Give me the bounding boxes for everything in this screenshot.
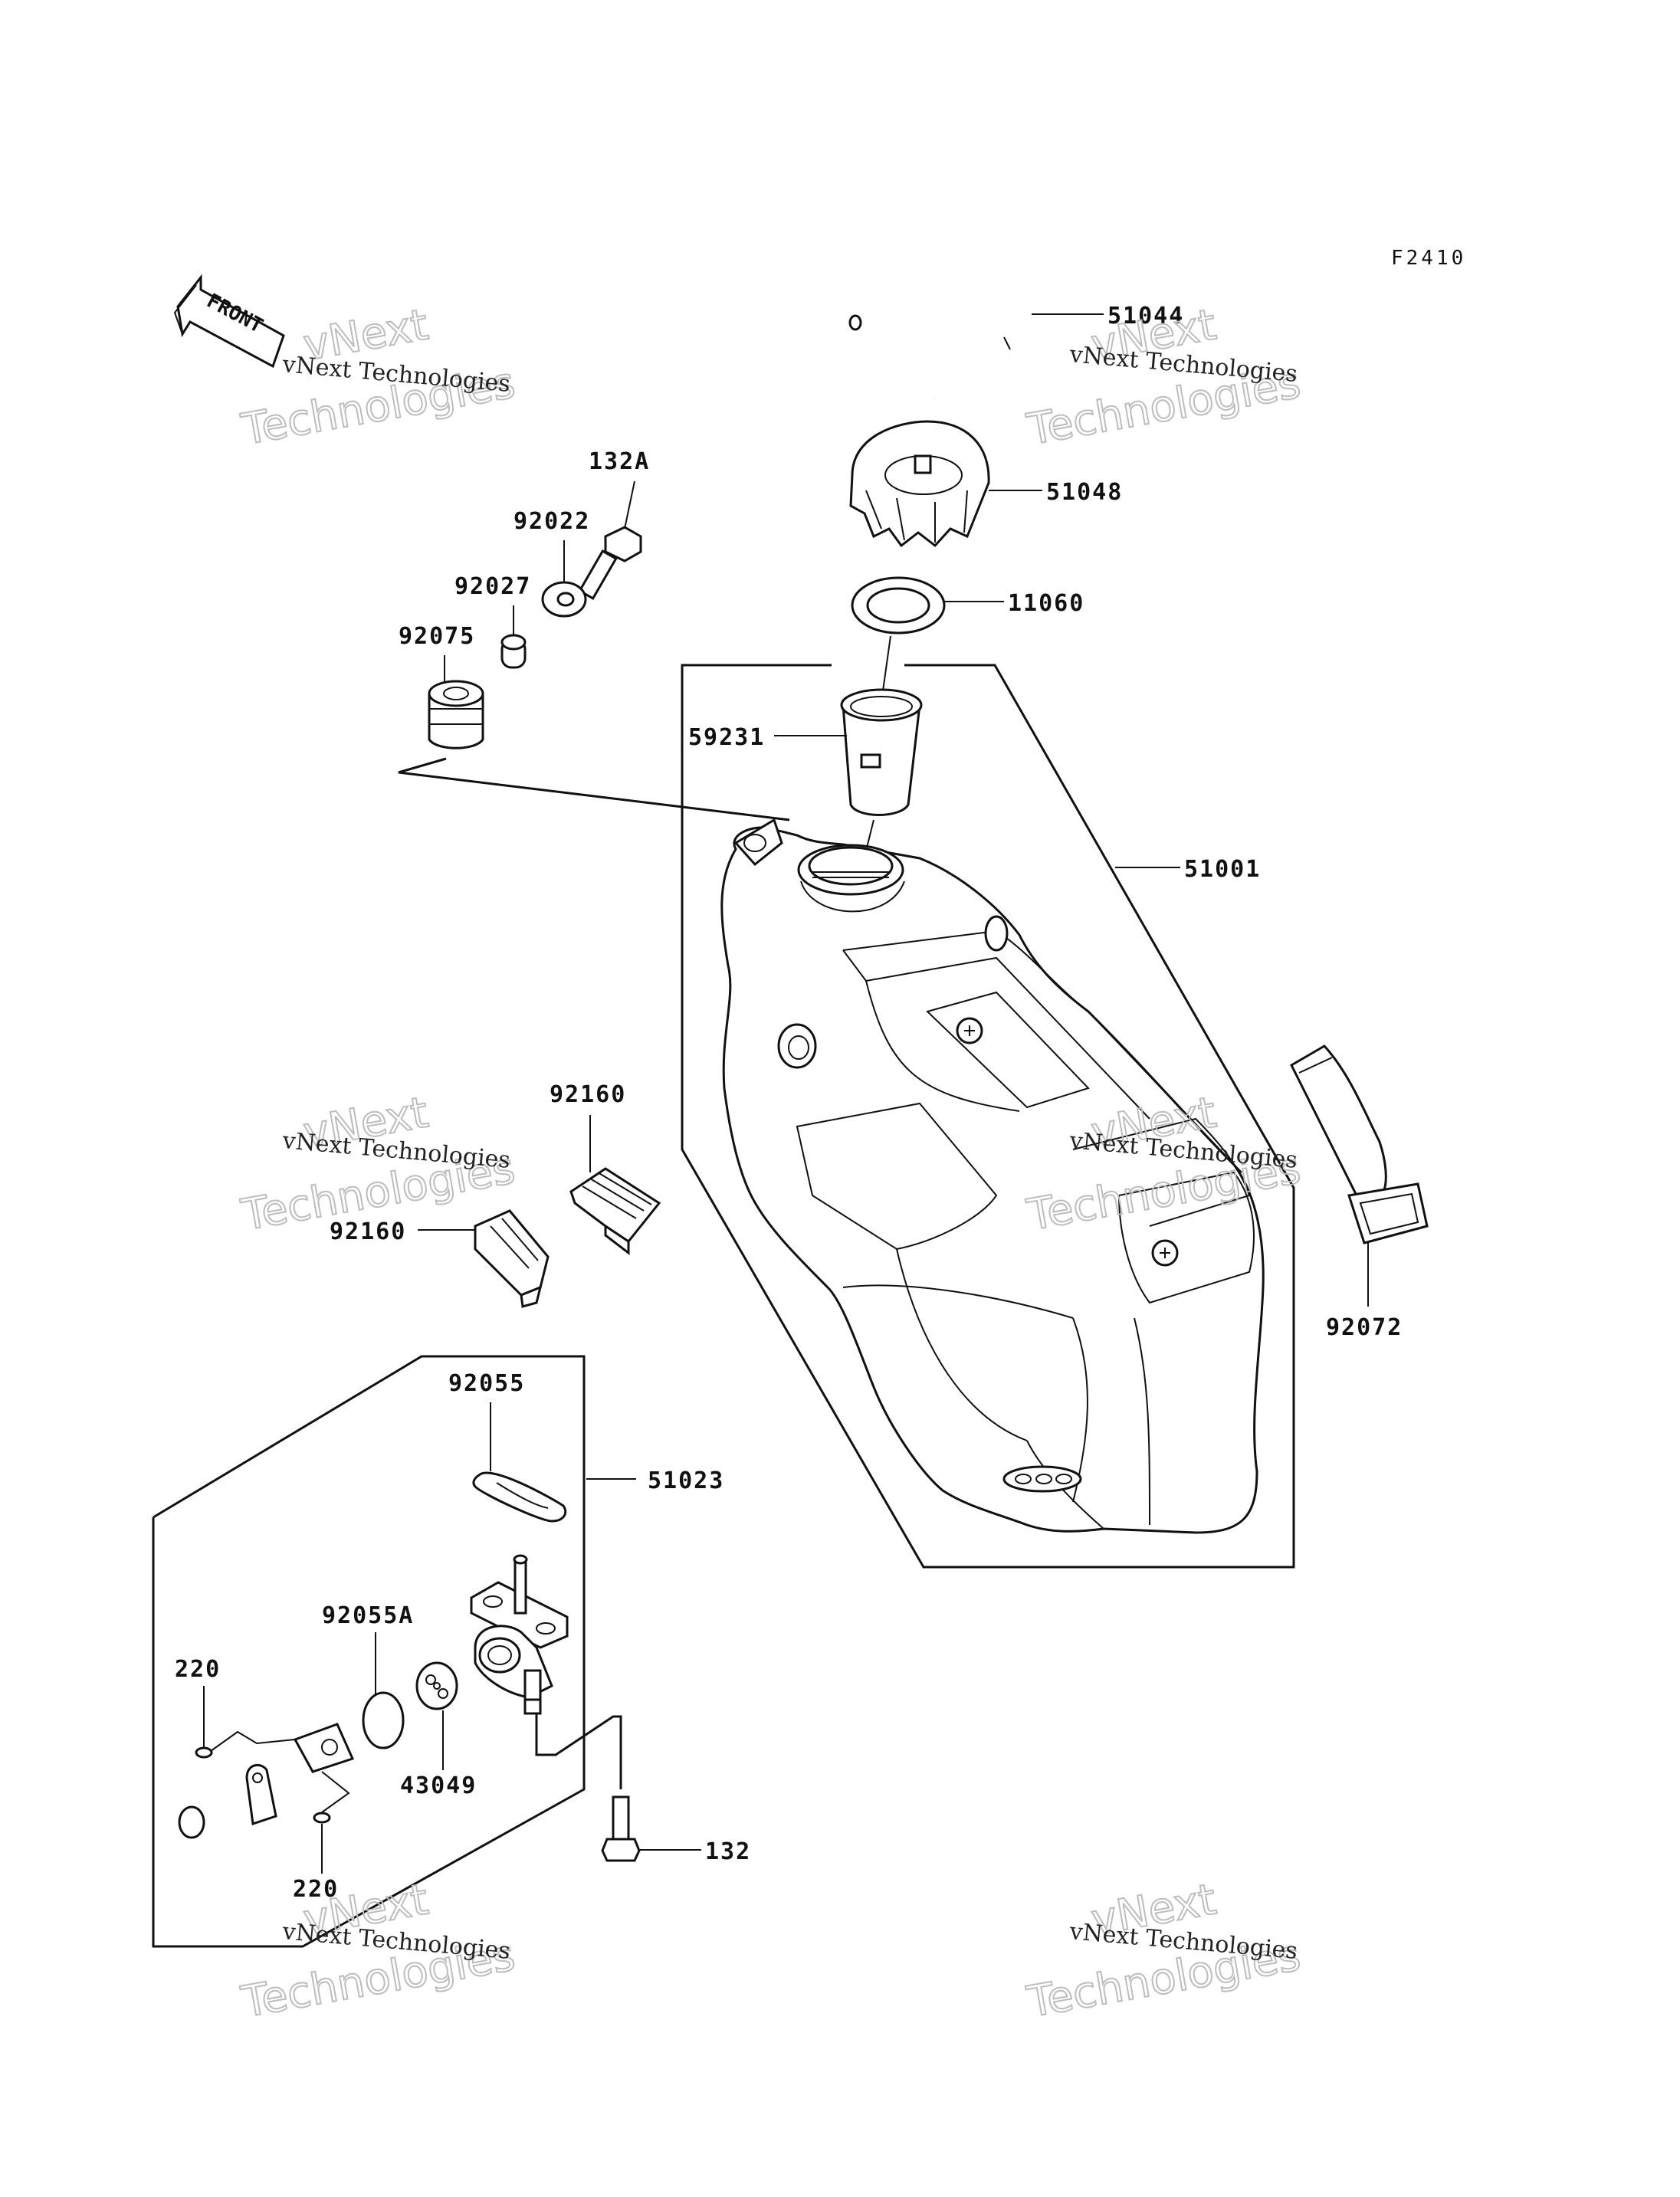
cap-gasket [851, 576, 946, 635]
damper-92075 [428, 680, 484, 749]
screw-220-lower [313, 1812, 331, 1824]
figure-code: F2410 [1391, 247, 1466, 270]
watermark-bottom-right: vNext Technologies vNext Technologies [1022, 1874, 1305, 2028]
fuel-tank [720, 818, 1265, 1534]
tank-strap-92072 [1290, 1044, 1429, 1244]
bolt-132a [578, 526, 642, 601]
breather-hose [848, 279, 1042, 401]
small-o-ring [178, 1805, 205, 1839]
fuel-cock-group-frame [152, 1355, 586, 1948]
part-label-92055a: 92055A [322, 1602, 414, 1629]
part-label-51044: 51044 [1107, 303, 1184, 330]
watermark-bottom-left: vNext Technologies vNext Technologies [237, 1874, 520, 2028]
fuel-cock-body [470, 1554, 569, 1715]
damper-92160-lower [474, 1209, 550, 1308]
part-label-92072: 92072 [1326, 1314, 1403, 1341]
part-label-51001: 51001 [1184, 856, 1261, 883]
part-label-132a: 132A [589, 448, 650, 475]
mount-leader [398, 757, 790, 821]
fuel-tank-group-frame [681, 664, 1295, 1569]
gasket-43049 [415, 1661, 458, 1710]
part-label-92022: 92022 [514, 508, 590, 535]
washer-92022 [541, 581, 587, 618]
part-label-11060: 11060 [1008, 590, 1084, 617]
strainer-92055 [472, 1471, 567, 1523]
part-label-92160-lower: 92160 [330, 1218, 406, 1245]
lever-plate [245, 1723, 355, 1825]
part-label-220-upper: 220 [175, 1656, 221, 1683]
part-label-51048: 51048 [1046, 479, 1123, 506]
fuel-filter [840, 688, 923, 816]
part-label-92027: 92027 [454, 573, 531, 600]
part-label-51023: 51023 [648, 1467, 724, 1494]
part-label-59231: 59231 [688, 724, 765, 751]
part-label-220-lower: 220 [293, 1876, 339, 1903]
part-label-132: 132 [705, 1838, 751, 1865]
part-label-92075: 92075 [399, 623, 475, 650]
cock-outlet-leader [535, 1713, 622, 1789]
bolt-132 [601, 1795, 641, 1862]
collar-92027 [500, 634, 527, 669]
part-label-43049: 43049 [400, 1772, 477, 1799]
part-label-92055: 92055 [448, 1370, 525, 1397]
damper-92160-upper [569, 1167, 661, 1256]
screw-220-upper [195, 1746, 213, 1759]
part-label-92160-upper: 92160 [550, 1081, 626, 1108]
o-ring-92055a [362, 1691, 405, 1749]
watermark-top-right: vNext Technologies vNext Technologies [1022, 299, 1305, 456]
front-arrow-icon: FRONT [173, 274, 285, 369]
watermark-top-left: vNext Technologies vNext Technologies [237, 299, 520, 456]
fuel-tank-cap [849, 420, 990, 548]
leader-lines [203, 313, 1369, 1874]
